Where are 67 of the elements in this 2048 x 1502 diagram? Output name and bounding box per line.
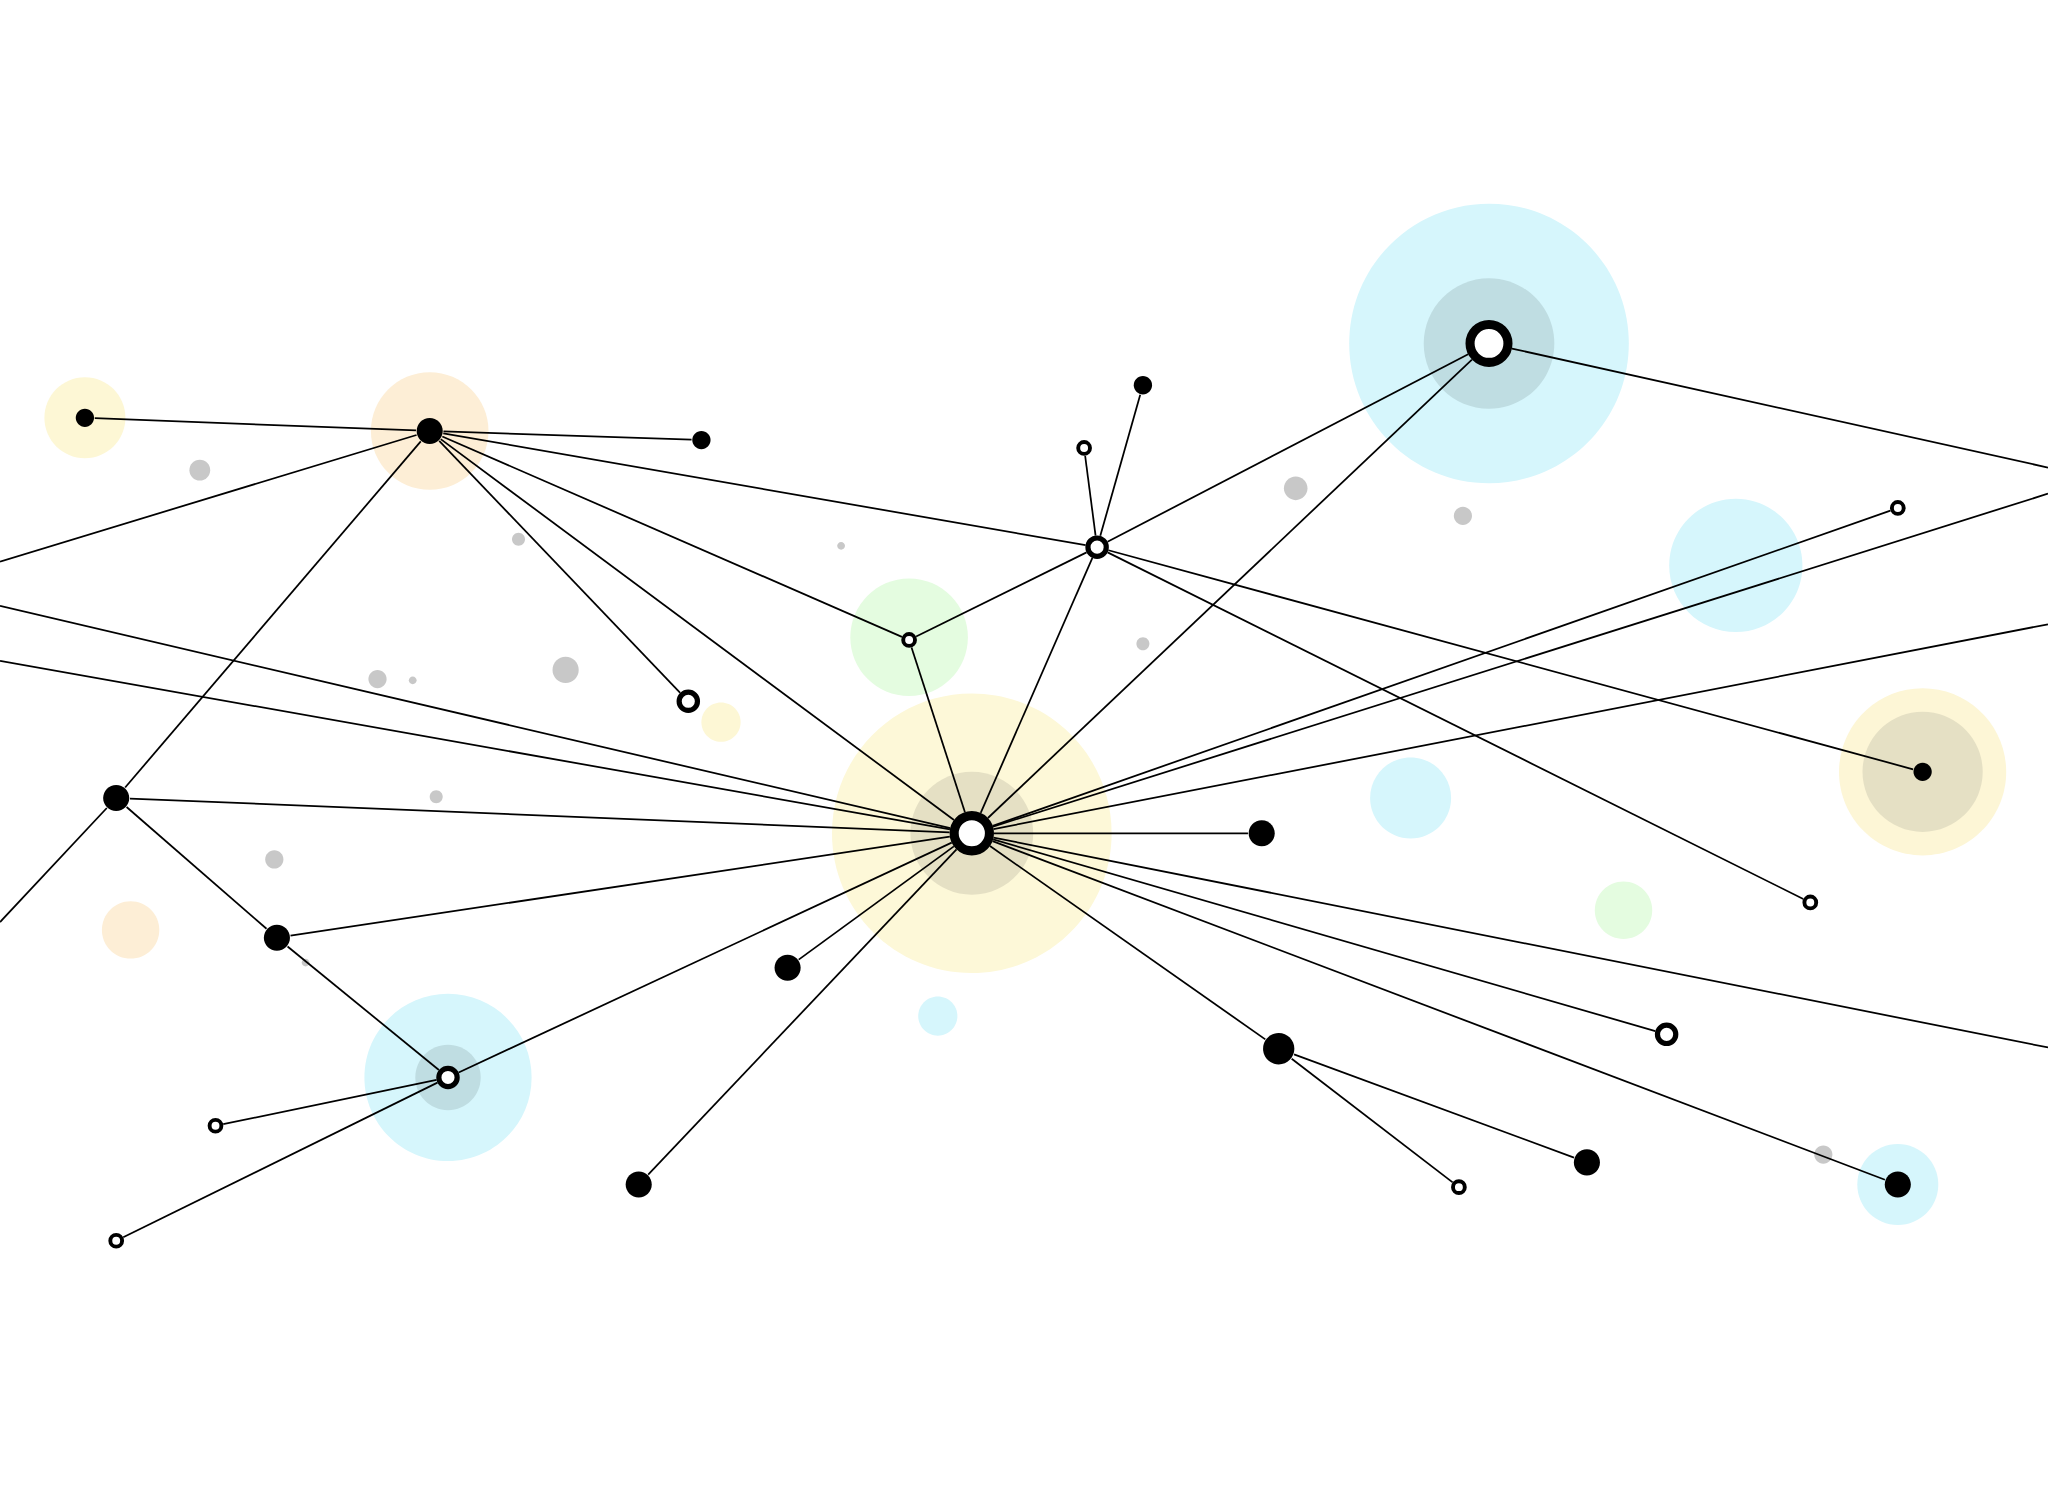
network-node — [103, 784, 130, 812]
connector-line — [992, 836, 2048, 1049]
connector-line — [0, 605, 952, 830]
connector-line — [289, 835, 951, 937]
connector-line — [797, 845, 955, 961]
connector-line — [0, 660, 951, 831]
connector-line — [124, 440, 422, 789]
network-node — [1889, 500, 1906, 516]
connector-line — [1293, 1053, 1575, 1159]
connector-line — [647, 848, 958, 1176]
connector-line — [222, 1079, 438, 1126]
connector-line — [1290, 1057, 1454, 1184]
network-node — [901, 632, 917, 648]
connector-line — [979, 557, 1094, 814]
connector-line — [457, 841, 953, 1074]
connector-line — [439, 438, 955, 821]
network-node — [1076, 440, 1092, 456]
network-node — [676, 689, 701, 714]
network-node — [1465, 320, 1513, 367]
connector-line — [1106, 353, 1470, 543]
network-node — [416, 417, 443, 445]
network-node — [949, 811, 994, 856]
connector-line — [1511, 347, 2048, 469]
bubble — [1370, 757, 1452, 839]
connector-line — [286, 945, 440, 1071]
network-node — [692, 430, 711, 450]
network-node — [1573, 1149, 1600, 1176]
connector-line — [1099, 393, 1142, 537]
network-node — [1263, 1033, 1295, 1065]
connector-line — [442, 430, 693, 441]
network-node — [1802, 894, 1819, 911]
connector-line — [129, 797, 951, 834]
network-node — [108, 1232, 125, 1249]
network-node — [75, 408, 95, 428]
connector-line — [1106, 551, 1805, 900]
connector-line — [993, 832, 1249, 835]
network-node — [625, 1171, 652, 1198]
connector-line — [0, 807, 108, 923]
connector-line — [125, 806, 268, 930]
connector-line — [122, 1081, 439, 1239]
connector-line — [910, 646, 966, 814]
connector-line — [1107, 549, 1914, 771]
connector-line — [987, 358, 1473, 819]
connector-line — [442, 432, 1087, 547]
network-node — [207, 1117, 224, 1134]
network-node — [1857, 1144, 1939, 1226]
connector-line — [989, 845, 1267, 1041]
network-node — [1913, 762, 1932, 782]
network-node — [1248, 820, 1275, 847]
connector-line — [992, 492, 2048, 828]
connector-line — [991, 840, 1886, 1181]
network-node — [263, 924, 290, 951]
connector-line — [991, 509, 1892, 827]
connector-line — [992, 623, 2048, 830]
network-node — [1654, 1022, 1679, 1047]
network-node — [1451, 1179, 1467, 1196]
connector-line — [1084, 454, 1097, 537]
network-node — [774, 954, 801, 981]
connector-line — [441, 435, 903, 638]
network-node — [1085, 535, 1109, 559]
network-node — [436, 1065, 460, 1090]
connector-line — [0, 434, 418, 563]
network-node — [1133, 376, 1153, 395]
connector-line — [992, 838, 1657, 1032]
connector-line — [93, 417, 417, 432]
connector-line — [438, 440, 682, 694]
connector-line — [915, 551, 1088, 638]
